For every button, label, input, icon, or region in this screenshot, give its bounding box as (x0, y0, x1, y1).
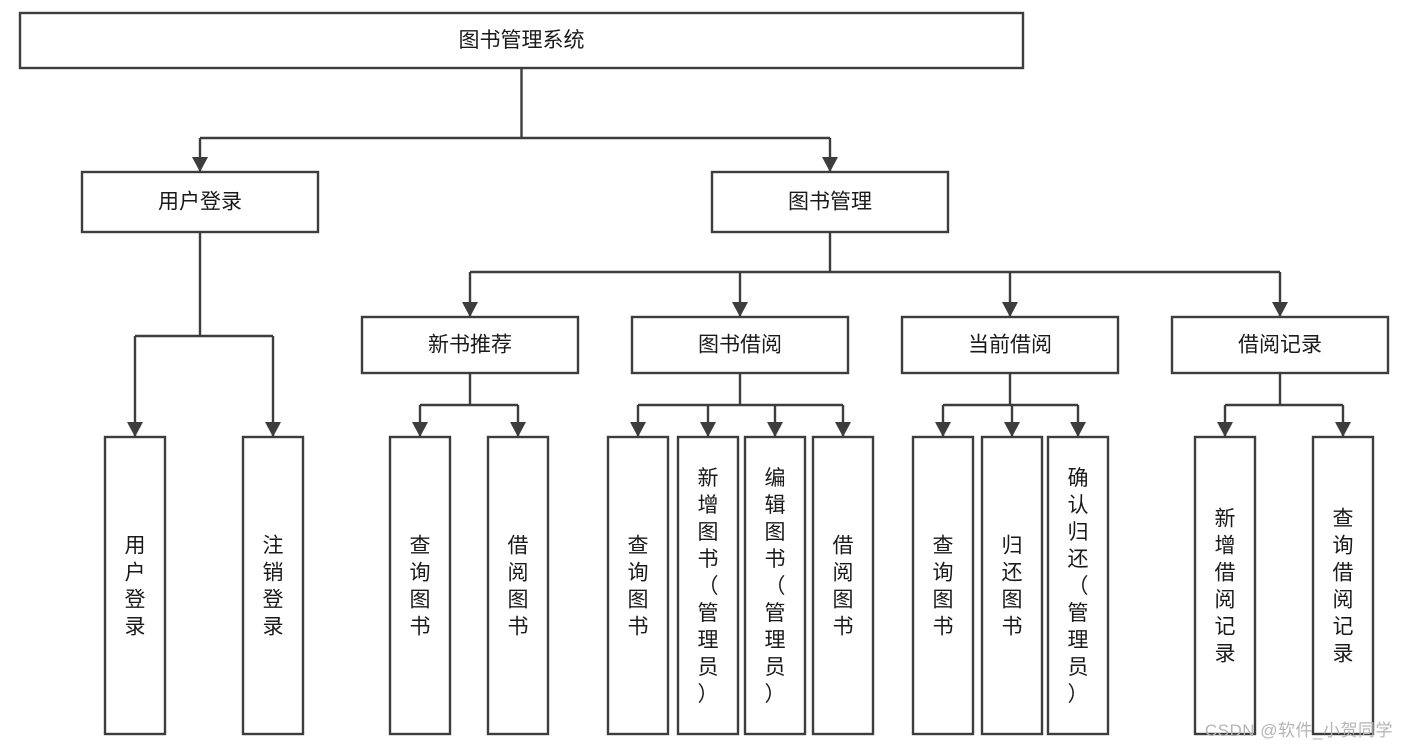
arrow-head-icon (265, 422, 281, 437)
arrow-head-icon (630, 422, 646, 437)
leaf-node-1[interactable]: 注销登录 (241, 435, 305, 736)
node-label: 查询借阅记录 (1333, 508, 1354, 666)
arrow-head-icon (1002, 302, 1018, 317)
leaf-node-8[interactable]: 查询图书 (911, 435, 975, 736)
leaf-node-4[interactable]: 查询图书 (606, 435, 670, 736)
arrow-head-icon (767, 422, 783, 437)
leaf-node-2[interactable]: 查询图书 (388, 435, 452, 736)
level3-node-3[interactable]: 借阅记录 (1170, 315, 1390, 375)
node-label: 新增图书（管理员） (698, 467, 719, 706)
arrow-head-icon (1272, 302, 1288, 317)
node-label: 注销登录 (263, 535, 284, 639)
node-box[interactable] (911, 435, 975, 736)
node-label: 新增借阅记录 (1215, 508, 1236, 666)
arrow-head-icon (935, 422, 951, 437)
arrow-head-icon (732, 302, 748, 317)
leaf-node-5[interactable]: 新增图书（管理员） (676, 435, 740, 736)
node-label: 编辑图书（管理员） (765, 467, 786, 706)
node-box[interactable] (743, 435, 807, 736)
node-label: 查询图书 (628, 535, 649, 639)
node-box[interactable] (710, 170, 950, 234)
leaf-node-9[interactable]: 归还图书 (980, 435, 1044, 736)
node-box[interactable] (486, 435, 550, 736)
node-label: 图书借阅 (698, 334, 782, 357)
arrow-head-icon (412, 422, 428, 437)
leaf-node-6[interactable]: 编辑图书（管理员） (743, 435, 807, 736)
arrow-head-icon (1217, 422, 1233, 437)
node-box[interactable] (80, 170, 320, 234)
arrow-head-icon (822, 157, 838, 172)
node-label: 借阅图书 (833, 535, 854, 639)
arrow-head-icon (1070, 422, 1086, 437)
node-label: 归还图书 (1002, 535, 1023, 639)
node-box[interactable] (1046, 435, 1110, 736)
node-box[interactable] (241, 435, 305, 736)
node-box[interactable] (900, 315, 1120, 375)
node-label: 新书推荐 (428, 334, 512, 357)
leaf-node-0[interactable]: 用户登录 (103, 435, 167, 736)
leaf-node-12[interactable]: 查询借阅记录 (1311, 435, 1375, 736)
node-label: 当前借阅 (968, 334, 1052, 357)
node-box[interactable] (388, 435, 452, 736)
root-node[interactable]: 图书管理系统 (18, 11, 1025, 70)
level3-node-0[interactable]: 新书推荐 (360, 315, 580, 375)
node-box[interactable] (811, 435, 875, 736)
node-box[interactable] (103, 435, 167, 736)
node-layer: 图书管理系统用户登录图书管理新书推荐图书借阅当前借阅借阅记录用户登录注销登录查询… (18, 11, 1390, 736)
csdn-watermark: CSDN @软件_小贺同学 (1204, 721, 1393, 740)
connector-layer (127, 68, 1351, 437)
level3-node-1[interactable]: 图书借阅 (630, 315, 850, 375)
node-label: 图书管理系统 (459, 29, 585, 52)
arrow-head-icon (462, 302, 478, 317)
arrow-head-icon (1004, 422, 1020, 437)
node-box[interactable] (676, 435, 740, 736)
node-box[interactable] (1193, 435, 1257, 736)
node-label: 用户登录 (158, 191, 242, 214)
arrow-head-icon (192, 157, 208, 172)
node-label: 用户登录 (125, 535, 146, 639)
node-label: 借阅图书 (508, 535, 529, 639)
arrow-head-icon (700, 422, 716, 437)
node-box[interactable] (980, 435, 1044, 736)
level2-node-0[interactable]: 用户登录 (80, 170, 320, 234)
arrow-head-icon (1335, 422, 1351, 437)
arrow-head-icon (127, 422, 143, 437)
node-label: 借阅记录 (1238, 334, 1322, 357)
node-box[interactable] (18, 11, 1025, 70)
node-box[interactable] (606, 435, 670, 736)
level2-node-1[interactable]: 图书管理 (710, 170, 950, 234)
leaf-node-11[interactable]: 新增借阅记录 (1193, 435, 1257, 736)
arrow-head-icon (835, 422, 851, 437)
node-label: 查询图书 (933, 535, 954, 639)
node-label: 图书管理 (788, 191, 872, 214)
leaf-node-10[interactable]: 确认归还（管理员） (1046, 435, 1110, 736)
node-label: 查询图书 (410, 535, 431, 639)
node-box[interactable] (1170, 315, 1390, 375)
node-box[interactable] (360, 315, 580, 375)
node-label: 确认归还（管理员） (1068, 467, 1089, 706)
leaf-node-3[interactable]: 借阅图书 (486, 435, 550, 736)
arrow-head-icon (510, 422, 526, 437)
node-box[interactable] (630, 315, 850, 375)
node-box[interactable] (1311, 435, 1375, 736)
level3-node-2[interactable]: 当前借阅 (900, 315, 1120, 375)
leaf-node-7[interactable]: 借阅图书 (811, 435, 875, 736)
